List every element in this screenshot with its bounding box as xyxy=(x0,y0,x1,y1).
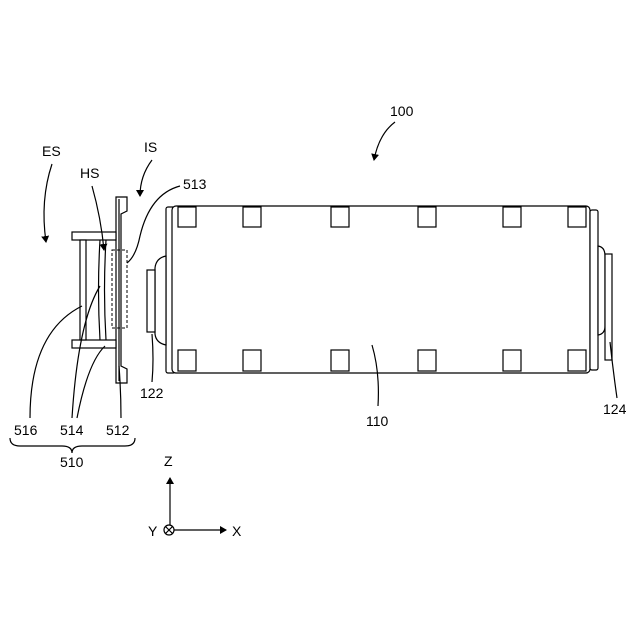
bracket-bottom-flange xyxy=(72,340,116,348)
tab xyxy=(503,207,521,227)
axis-label-x: X xyxy=(232,523,242,539)
label-516: 516 xyxy=(14,422,38,438)
tab xyxy=(418,350,436,371)
arrow-es xyxy=(44,164,52,242)
label-512: 512 xyxy=(106,422,130,438)
label-100: 100 xyxy=(390,103,414,119)
tab xyxy=(243,207,261,227)
label-hs: HS xyxy=(80,165,99,181)
right-neck xyxy=(598,246,605,335)
label-is: IS xyxy=(144,139,157,155)
axis-label-z: Z xyxy=(164,453,173,469)
label-513: 513 xyxy=(183,176,207,192)
leader-122 xyxy=(152,334,153,382)
arrow-is xyxy=(140,160,152,196)
label-510: 510 xyxy=(60,454,84,470)
right-end-cap xyxy=(590,210,598,370)
coordinate-axes: Z X Y xyxy=(148,453,242,539)
heat-sink-line-514b xyxy=(105,240,107,340)
left-neck xyxy=(155,256,166,345)
tab xyxy=(243,350,261,371)
tab xyxy=(568,207,586,227)
heat-sink-line-514a xyxy=(99,240,101,340)
label-110: 110 xyxy=(366,413,389,429)
bracket-top-flange xyxy=(72,232,116,240)
label-124: 124 xyxy=(603,401,627,417)
cell-body xyxy=(172,206,590,373)
terminal-124 xyxy=(605,254,612,360)
tab xyxy=(418,207,436,227)
label-514: 514 xyxy=(60,422,84,438)
terminal-122 xyxy=(147,270,155,332)
tab xyxy=(503,350,521,371)
label-es: ES xyxy=(42,143,61,159)
assembly-510 xyxy=(72,197,127,383)
tab xyxy=(568,350,586,371)
leader-516 xyxy=(30,306,82,418)
leader-514b xyxy=(77,346,105,418)
tab xyxy=(178,350,196,371)
axis-label-y: Y xyxy=(148,523,158,539)
plate-512 xyxy=(116,197,127,383)
brace-510 xyxy=(10,438,135,453)
tab xyxy=(331,207,349,227)
tab xyxy=(331,350,349,371)
arrow-100 xyxy=(374,122,395,160)
label-122: 122 xyxy=(140,385,164,401)
tab xyxy=(178,207,196,227)
battery-cell-110 xyxy=(147,206,612,373)
leader-124 xyxy=(610,342,617,398)
